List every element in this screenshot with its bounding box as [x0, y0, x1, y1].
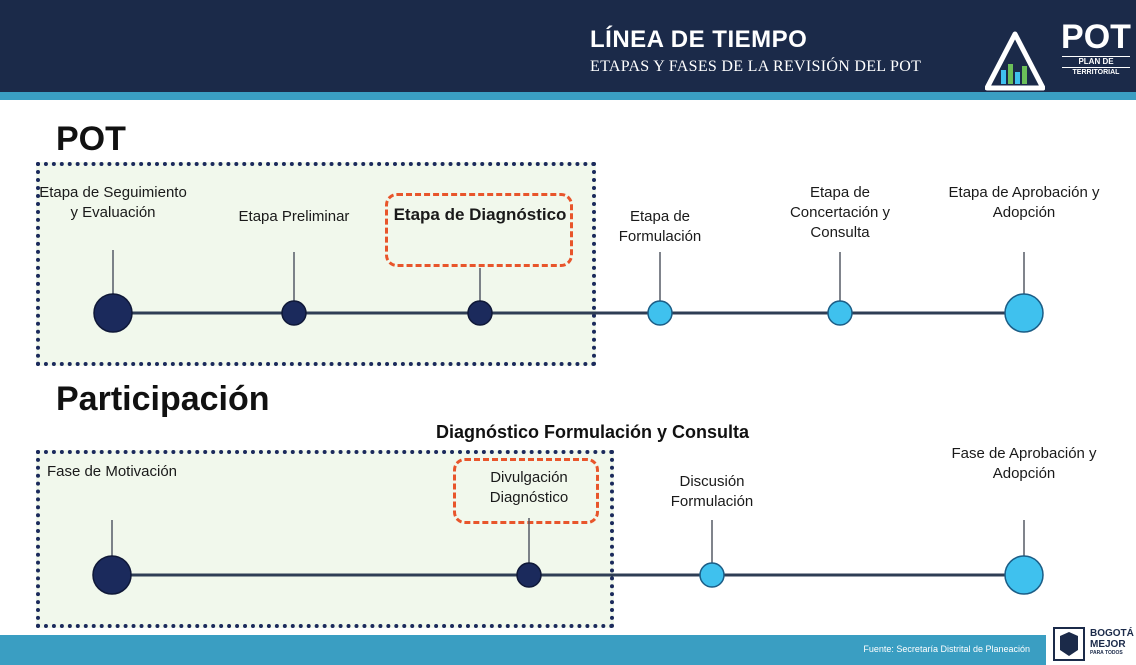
participation-section-title: Participación — [56, 380, 270, 418]
header-bar — [0, 0, 1136, 100]
pot-stage-label: Etapa de Aprobación y Adopción — [948, 184, 1100, 221]
participation-phase-label: Divulgación Diagnóstico — [489, 469, 569, 506]
page-subtitle: ETAPAS Y FASES DE LA REVISIÓN DEL POT — [590, 58, 922, 75]
pot-stage-node — [647, 300, 673, 326]
pot-stage-node — [827, 300, 853, 326]
participation-phase-label: Fase de Motivación — [46, 463, 178, 480]
participation-completed-box — [36, 450, 614, 628]
participation-phase-node — [92, 555, 132, 595]
pot-timeline — [93, 250, 1044, 333]
logo-territorial: TERRITORIAL — [1072, 69, 1120, 76]
pot-stage-label: Etapa Preliminar — [238, 208, 350, 225]
participation-phase-node — [699, 562, 725, 588]
pot-stage-label: Etapa de Concertación y Consulta — [789, 184, 891, 241]
pot-stage-label: Etapa de Diagnóstico — [393, 205, 567, 224]
participation-group-label: Diagnóstico Formulación y Consulta — [436, 422, 750, 442]
pot-stage-node — [1004, 293, 1044, 333]
bogota-brand-line1: BOGOTÁ — [1090, 628, 1134, 639]
footer-source: Fuente: Secretaría Distrital de Planeaci… — [863, 644, 1030, 654]
participation-phase-label: Fase de Aprobación y Adopción — [951, 445, 1097, 482]
pot-logo-icon — [985, 31, 1045, 91]
pot-logo-text: POT PLAN DE TERRITORIAL — [1056, 20, 1136, 78]
pot-stage-node — [281, 300, 307, 326]
pot-stage-label: Etapa de Seguimiento y Evaluación — [39, 184, 187, 221]
bogota-shield-icon — [1053, 627, 1085, 661]
pot-stage-label: Etapa de Formulación — [618, 208, 702, 245]
participation-current-phase-highlight — [453, 458, 599, 524]
participation-phase-label: Discusión Formulación — [670, 473, 754, 510]
bogota-brand-line2: MEJOR — [1090, 639, 1126, 650]
logo-pot-word: POT — [1061, 18, 1131, 56]
pot-section-title: POT — [56, 120, 126, 158]
bogota-brand-line3: PARA TODOS — [1090, 650, 1123, 656]
pot-stage-node — [93, 293, 133, 333]
participation-phase-node — [516, 562, 542, 588]
page-title: LÍNEA DE TIEMPO — [590, 26, 808, 53]
footer-bar — [0, 635, 1046, 665]
participation-timeline — [92, 518, 1044, 595]
participation-phase-node — [1004, 555, 1044, 595]
pot-stage-node — [467, 300, 493, 326]
pot-current-stage-highlight — [385, 193, 573, 267]
header-stripe — [0, 92, 1136, 100]
bogota-brand: BOGOTÁ MEJOR PARA TODOS — [1090, 628, 1134, 656]
logo-plan-de: PLAN DE — [1062, 56, 1130, 68]
